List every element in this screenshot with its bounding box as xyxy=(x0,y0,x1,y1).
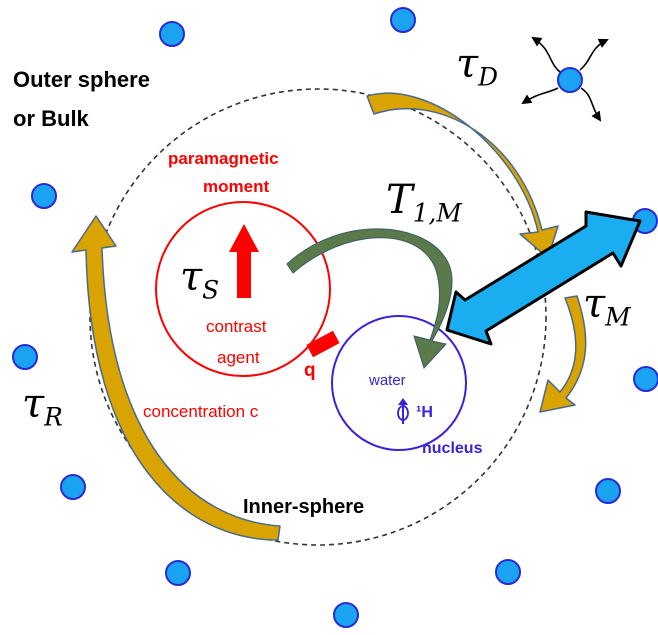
inner-sphere-label: Inner-sphere xyxy=(243,496,365,518)
nucleus-label: nucleus xyxy=(422,440,483,457)
water-molecule-dot xyxy=(165,560,191,586)
water-molecule-dot xyxy=(333,602,359,628)
agent-label: agent xyxy=(217,348,260,367)
q-label: q xyxy=(304,360,316,381)
tau-r-symbol: τR xyxy=(22,381,63,432)
t1m-symbol: T1,M xyxy=(386,177,462,228)
water-molecule-dot xyxy=(390,7,416,33)
water-molecule-dot xyxy=(495,559,521,585)
tau-d-symbol: τD xyxy=(456,41,499,92)
hydrogen-label: ¹H xyxy=(416,404,433,421)
water-molecule-circle xyxy=(331,315,467,451)
outer-sphere-label: Outer sphere xyxy=(13,67,150,92)
water-molecule-dot xyxy=(60,474,86,500)
rotation-arrow-right xyxy=(539,295,587,413)
tau-s-symbol: τS xyxy=(180,254,220,305)
contrast-agent-circle xyxy=(155,201,331,377)
bulk-label: or Bulk xyxy=(13,106,89,131)
bulk-water-molecules xyxy=(12,7,658,628)
relaxation-arrow xyxy=(286,228,453,369)
contrast-label: contrast xyxy=(206,317,267,336)
water-label: water xyxy=(369,372,406,389)
water-molecule-dot xyxy=(31,183,57,209)
paramagnetic-moment-arrow xyxy=(229,224,259,298)
tau-m-symbol: τM xyxy=(583,281,631,332)
water-molecule-dot xyxy=(159,21,185,47)
diffusion-glyph xyxy=(521,36,609,122)
paramagnetic-label: paramagnetic xyxy=(168,149,279,168)
nuclear-spin-icon xyxy=(397,398,409,424)
rotation-arrow-left xyxy=(71,215,281,541)
water-molecule-dot xyxy=(633,366,658,392)
water-molecule-dot xyxy=(595,478,621,504)
coordination-bond xyxy=(306,330,340,358)
concentration-label: concentration c xyxy=(143,402,259,421)
diffusing-water-molecule-dot xyxy=(557,67,583,93)
water-molecule-dot xyxy=(12,344,38,370)
moment-label: moment xyxy=(203,177,270,196)
exchange-arrow xyxy=(445,210,642,346)
